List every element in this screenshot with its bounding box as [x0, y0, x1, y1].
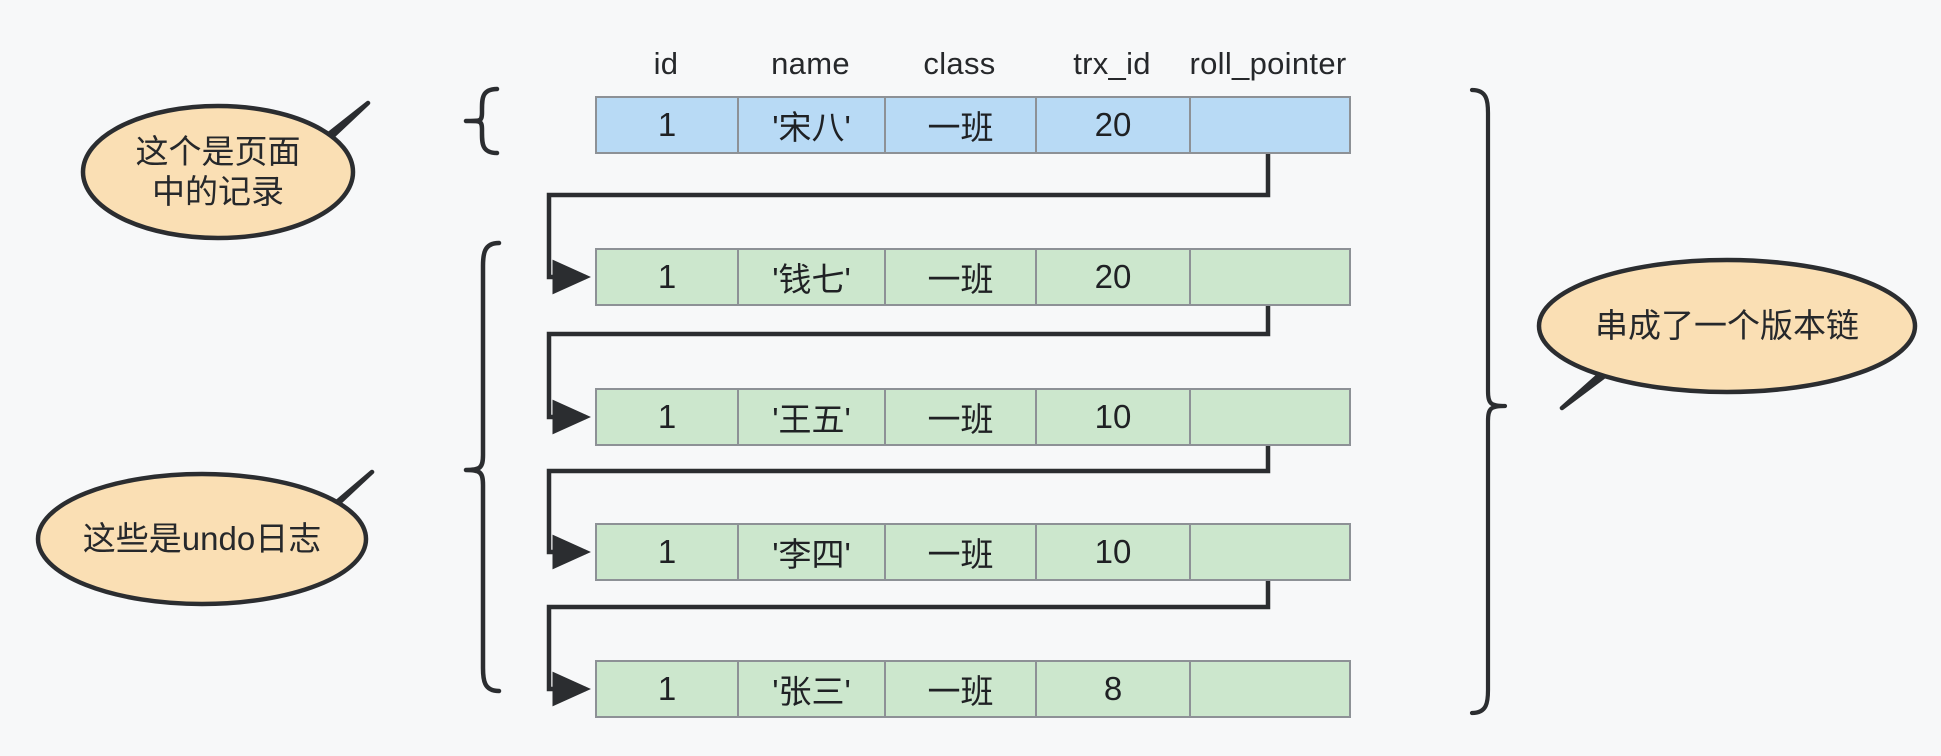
cell-id: 1	[597, 525, 739, 579]
table-row[interactable]: 1 '钱七' 一班 20	[595, 248, 1351, 306]
cell-class: 一班	[886, 525, 1037, 579]
callout-version-chain-shape	[1536, 257, 1918, 411]
brace-current-record	[463, 86, 500, 156]
table-row[interactable]: 1 '王五' 一班 10	[595, 388, 1351, 446]
table-row[interactable]: 1 '宋八' 一班 20	[595, 96, 1351, 154]
cell-class: 一班	[886, 98, 1037, 152]
cell-roll-pointer	[1191, 98, 1349, 152]
cell-name: '王五'	[739, 390, 886, 444]
cell-name: '宋八'	[739, 98, 886, 152]
version-chain-link-1-2	[546, 126, 1271, 295]
version-chain-link-4-5	[546, 553, 1271, 707]
cell-roll-pointer	[1191, 525, 1349, 579]
table-column-headers: id name class trx_id roll_pointer	[595, 42, 1351, 86]
callout-page-record-shape	[80, 100, 371, 241]
cell-id: 1	[597, 390, 739, 444]
cell-id: 1	[597, 98, 739, 152]
version-chain-link-3-4	[546, 418, 1271, 570]
callout-undo-logs-shape	[35, 469, 375, 607]
version-chain-link-2-3	[546, 278, 1271, 435]
cell-trx-id: 20	[1037, 98, 1191, 152]
cell-roll-pointer	[1191, 250, 1349, 304]
cell-class: 一班	[886, 662, 1037, 716]
cell-roll-pointer	[1191, 662, 1349, 716]
table-row[interactable]: 1 '李四' 一班 10	[595, 523, 1351, 581]
brace-version-chain	[1469, 87, 1508, 716]
cell-trx-id: 20	[1037, 250, 1191, 304]
cell-trx-id: 8	[1037, 662, 1191, 716]
cell-name: '张三'	[739, 662, 886, 716]
column-header-trx-id: trx_id	[1073, 46, 1151, 81]
cell-id: 1	[597, 250, 739, 304]
column-header-id: id	[653, 46, 679, 81]
column-header-class: class	[923, 46, 996, 81]
table-row[interactable]: 1 '张三' 一班 8	[595, 660, 1351, 718]
column-header-name: name	[771, 46, 850, 81]
cell-trx-id: 10	[1037, 525, 1191, 579]
cell-class: 一班	[886, 390, 1037, 444]
cell-name: '李四'	[739, 525, 886, 579]
cell-trx-id: 10	[1037, 390, 1191, 444]
cell-roll-pointer	[1191, 390, 1349, 444]
cell-name: '钱七'	[739, 250, 886, 304]
cell-class: 一班	[886, 250, 1037, 304]
cell-id: 1	[597, 662, 739, 716]
brace-undo-logs	[463, 240, 502, 694]
column-header-roll-pointer: roll_pointer	[1189, 46, 1347, 81]
